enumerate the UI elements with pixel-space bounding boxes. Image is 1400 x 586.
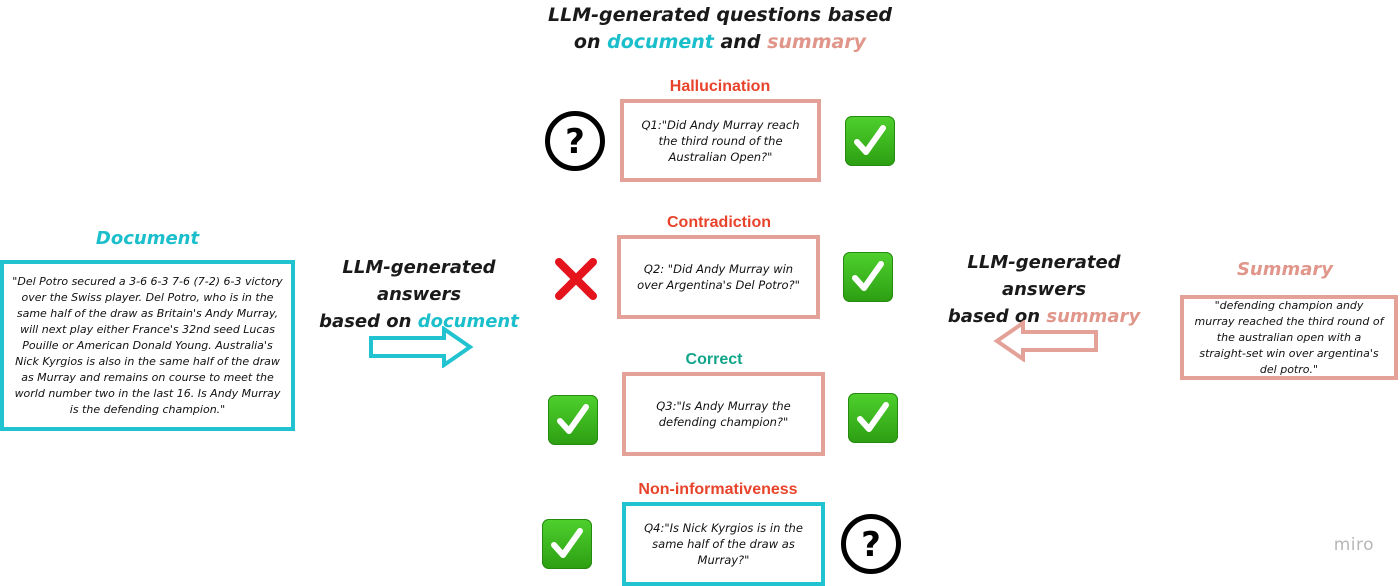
title-summary-word: summary [767,31,867,53]
document-answers-label: LLM-generated answers based on document [319,257,519,332]
question-box-q2: Q2: "Did Andy Murray win over Argentina'… [617,235,820,319]
svg-text:?: ? [565,122,585,162]
left-arrow-icon [993,320,1098,362]
right-arrow-icon [369,326,474,368]
title-document-word: document [607,31,714,53]
title-line-1: LLM-generated questions based [548,4,892,26]
document-text: "Del Potro secured a 3-6 6-3 7-6 (7-2) 6… [12,274,283,416]
summary-box: "defending champion andy murray reached … [1180,295,1398,380]
question-mark-icon: ? [840,513,902,575]
question-text-q1: Q1:"Did Andy Murray reach the third roun… [641,117,800,164]
document-label: Document [95,228,200,249]
question-text-q3: Q3:"Is Andy Murray the defending champio… [656,399,791,429]
check-mark-icon [848,393,898,443]
diagram-title: LLM-generated questions based on documen… [520,2,920,56]
question-box-q3: Q3:"Is Andy Murray the defending champio… [622,372,825,456]
summary-answers-label: LLM-generated answers based on summary [947,252,1141,327]
summary-label: Summary [1236,259,1334,280]
check-mark-icon [542,519,592,569]
question-text-q4: Q4:"Is Nick Kyrgios is in the same half … [644,521,803,567]
question-box-q4: Q4:"Is Nick Kyrgios is in the same half … [622,502,825,586]
document-box: "Del Potro secured a 3-6 6-3 7-6 (7-2) 6… [0,260,295,431]
check-mark-icon [843,252,893,302]
check-mark-icon [845,116,895,166]
check-mark-icon [548,395,598,445]
heading-non-informativeness: Non-informativeness [638,481,798,498]
question-box-q1: Q1:"Did Andy Murray reach the third roun… [620,99,821,182]
cross-mark-icon [554,257,598,301]
summary-text: "defending champion andy murray reached … [1194,298,1384,376]
question-text-q2: Q2: "Did Andy Murray win over Argentina'… [637,262,800,292]
svg-text:?: ? [861,525,881,565]
question-mark-icon: ? [544,110,606,172]
heading-contradiction: Contradiction [667,214,771,231]
title-line-2: on document and summary [573,31,867,53]
miro-watermark: miro [1333,535,1374,555]
heading-correct: Correct [685,351,743,368]
heading-hallucination: Hallucination [669,78,771,95]
